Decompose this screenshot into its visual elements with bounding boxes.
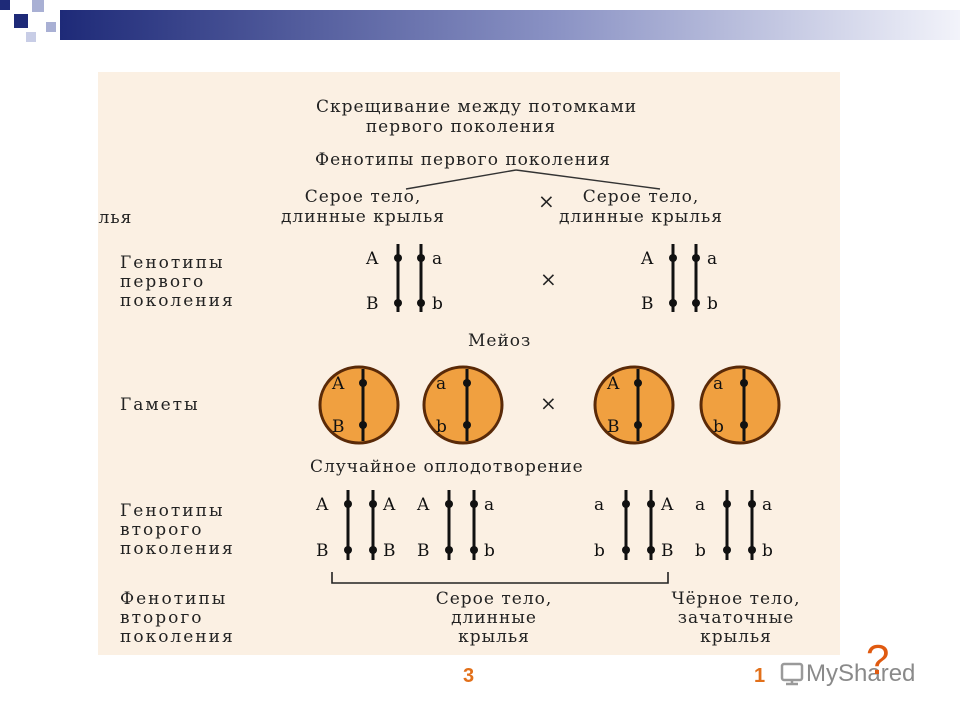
f2-black-phenotype-2: зачаточные <box>677 608 795 628</box>
branch-line-right <box>515 169 661 190</box>
parent-left-line1: Серое тело, <box>304 187 422 207</box>
allele-label: B <box>607 417 620 437</box>
allele-label: A <box>416 495 430 515</box>
cross-sign-parents: × <box>538 189 556 213</box>
title-line2: первого поколения <box>365 117 557 137</box>
allele-label: A <box>365 249 379 269</box>
myshared-logo-icon <box>780 662 804 686</box>
f2-chromosome-pair: a b a b <box>695 490 773 561</box>
f2-gray-phenotype-2: длинные <box>451 608 537 628</box>
diagram-panel: Скрещивание между потомками первого поко… <box>98 72 840 655</box>
f2-chromosome-pair: A Ba b <box>416 490 495 561</box>
allele-label: B <box>661 541 674 561</box>
cross-sign-f1: × <box>540 267 558 291</box>
ratio-gray-count: 3 <box>463 665 475 687</box>
phenotypes-f2-label-3: поколения <box>120 627 235 647</box>
f2-black-phenotype-1: Чёрное тело, <box>671 589 801 609</box>
parent-right-line1: Серое тело, <box>582 187 700 207</box>
allele-label: b <box>762 541 773 561</box>
f1-phenotypes-title: Фенотипы первого поколения <box>314 150 612 170</box>
parent-right-line2: длинные крылья <box>558 207 724 227</box>
allele-label: a <box>762 495 772 515</box>
allele-label: B <box>641 294 654 314</box>
allele-label: a <box>436 374 446 394</box>
allele-label: a <box>484 495 494 515</box>
question-mark: ? <box>866 636 890 683</box>
allele-label: b <box>713 417 724 437</box>
f1-chromosome-pair-left: A B a b <box>365 244 443 314</box>
branch-line-left <box>405 169 517 190</box>
allele-label: B <box>383 541 396 561</box>
cross-sign-gametes: × <box>540 391 558 415</box>
cropped-text-fragment: ылья <box>98 208 133 228</box>
f2-gray-phenotype-3: крылья <box>458 627 530 647</box>
allele-label: A <box>606 374 620 394</box>
allele-label: b <box>484 541 495 561</box>
phenotypes-f2-label-2: второго <box>120 608 204 628</box>
allele-label: A <box>640 249 654 269</box>
allele-label: a <box>713 374 723 394</box>
gamete-cell: AB <box>318 365 400 445</box>
genotypes-f1-label-1: Генотипы <box>120 253 225 273</box>
genotypes-f1-label-2: первого <box>120 272 206 292</box>
meiosis-label: Мейоз <box>468 331 532 351</box>
allele-label: b <box>436 417 447 437</box>
watermark-text: MyShared <box>806 660 916 687</box>
f2-chromosome-pair: a b A B <box>594 490 674 561</box>
allele-label: b <box>594 541 605 561</box>
allele-label: B <box>316 541 329 561</box>
f2-gray-bracket <box>331 572 669 584</box>
allele-label: a <box>695 495 705 515</box>
f2-gray-phenotype-1: Серое тело, <box>435 589 553 609</box>
parent-left-line2: длинные крылья <box>280 207 446 227</box>
allele-label: B <box>332 417 345 437</box>
allele-label: b <box>695 541 706 561</box>
allele-label: A <box>315 495 329 515</box>
genotypes-f1-label-3: поколения <box>120 291 235 311</box>
allele-label: B <box>417 541 430 561</box>
gamete-cell: ab <box>699 365 781 445</box>
genotypes-f2-label-2: второго <box>120 520 204 540</box>
ratio-black-count: 1 <box>754 665 766 687</box>
header-bar <box>0 0 960 42</box>
allele-label: a <box>432 249 442 269</box>
allele-label: A <box>382 495 396 515</box>
genotypes-f2-label-1: Генотипы <box>120 501 225 521</box>
f2-chromosome-pair: A B A B <box>315 490 396 561</box>
allele-label: a <box>594 495 604 515</box>
phenotypes-f2-label-1: Фенотипы <box>120 589 228 609</box>
allele-label: a <box>707 249 717 269</box>
f2-black-phenotype-3: крылья <box>700 627 772 647</box>
genotypes-f2-label-3: поколения <box>120 539 235 559</box>
gamete-cell: ab <box>422 365 504 445</box>
allele-label: B <box>366 294 379 314</box>
allele-label: b <box>432 294 443 314</box>
gametes-label: Гаметы <box>120 395 200 415</box>
title-line1: Скрещивание между потомками <box>316 97 638 117</box>
allele-label: A <box>331 374 345 394</box>
gamete-cell: AB <box>593 365 675 445</box>
f1-chromosome-pair-right: A B a b <box>640 244 718 314</box>
allele-label: A <box>660 495 674 515</box>
random-fertilization-label: Случайное оплодотворение <box>310 457 584 477</box>
allele-label: b <box>707 294 718 314</box>
